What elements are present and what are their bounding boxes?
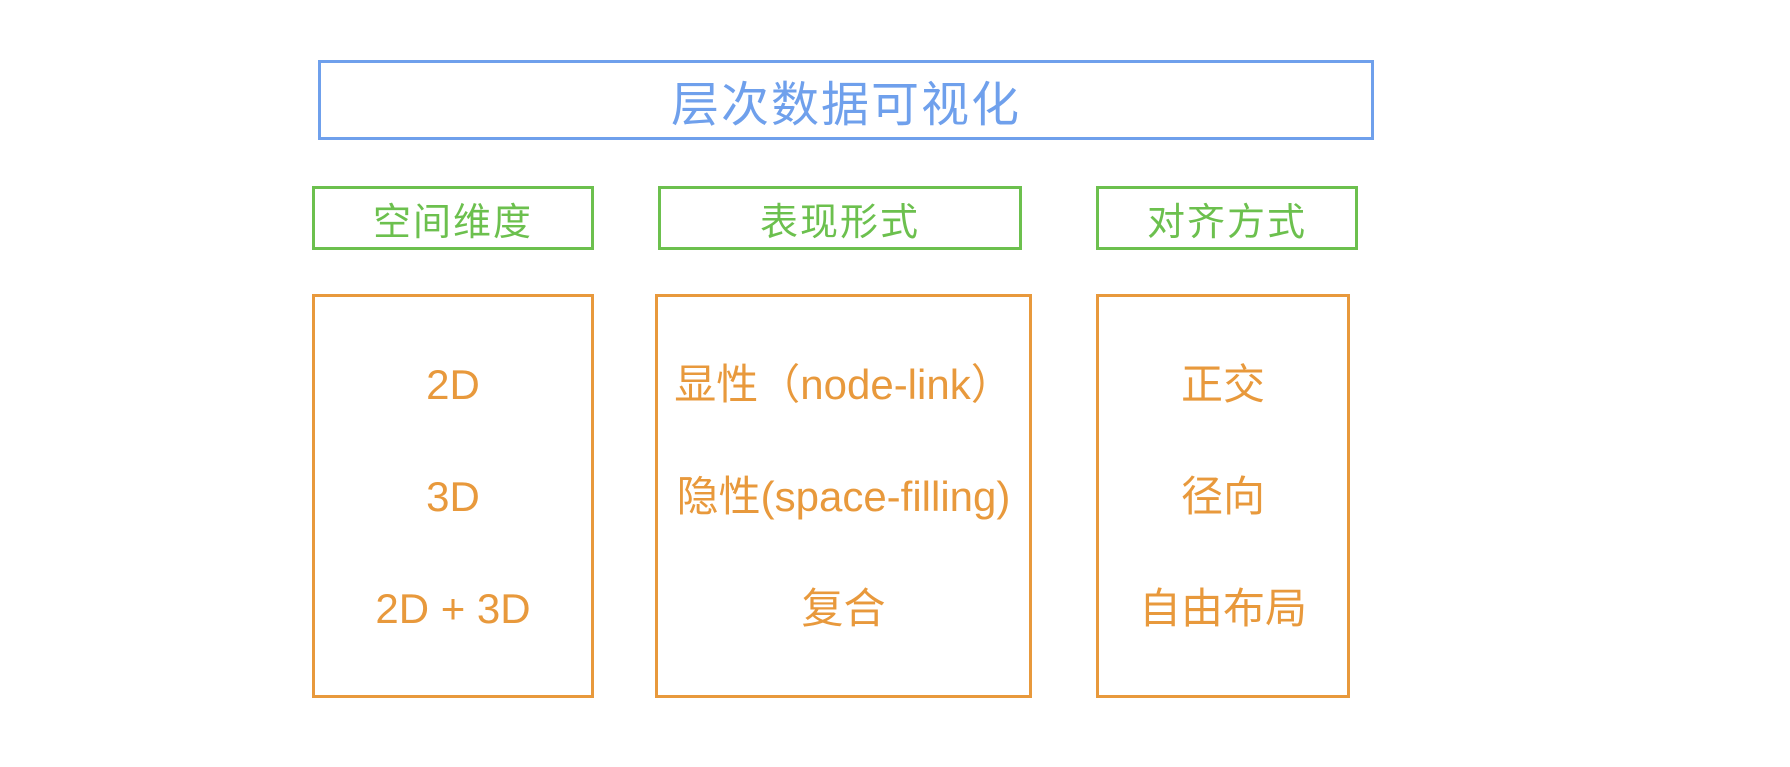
diagram-title: 层次数据可视化: [670, 79, 1021, 132]
content-item: 自由布局: [1138, 585, 1307, 632]
header-label-representation-form: 表现形式: [759, 201, 920, 244]
content-item: 隐性(space-filling): [676, 473, 1011, 520]
header-box-alignment-method: 对齐方式: [1096, 186, 1358, 250]
content-box-representation-form: 显性（node-link） 隐性(space-filling) 复合: [655, 294, 1032, 698]
content-item: 正交: [1180, 361, 1265, 408]
content-item: 2D + 3D: [375, 585, 531, 632]
content-item: 3D: [426, 473, 480, 520]
content-box-spatial-dimension: 2D 3D 2D + 3D: [312, 294, 594, 698]
content-item: 显性（node-link）: [674, 361, 1013, 408]
content-item: 径向: [1180, 473, 1265, 520]
content-item: 复合: [801, 585, 886, 632]
header-box-spatial-dimension: 空间维度: [312, 186, 594, 250]
header-label-alignment-method: 对齐方式: [1146, 201, 1307, 244]
content-box-alignment-method: 正交 径向 自由布局: [1096, 294, 1350, 698]
content-item: 2D: [426, 361, 480, 408]
header-label-spatial-dimension: 空间维度: [372, 201, 533, 244]
header-box-representation-form: 表现形式: [658, 186, 1022, 250]
title-box: 层次数据可视化: [318, 60, 1374, 140]
